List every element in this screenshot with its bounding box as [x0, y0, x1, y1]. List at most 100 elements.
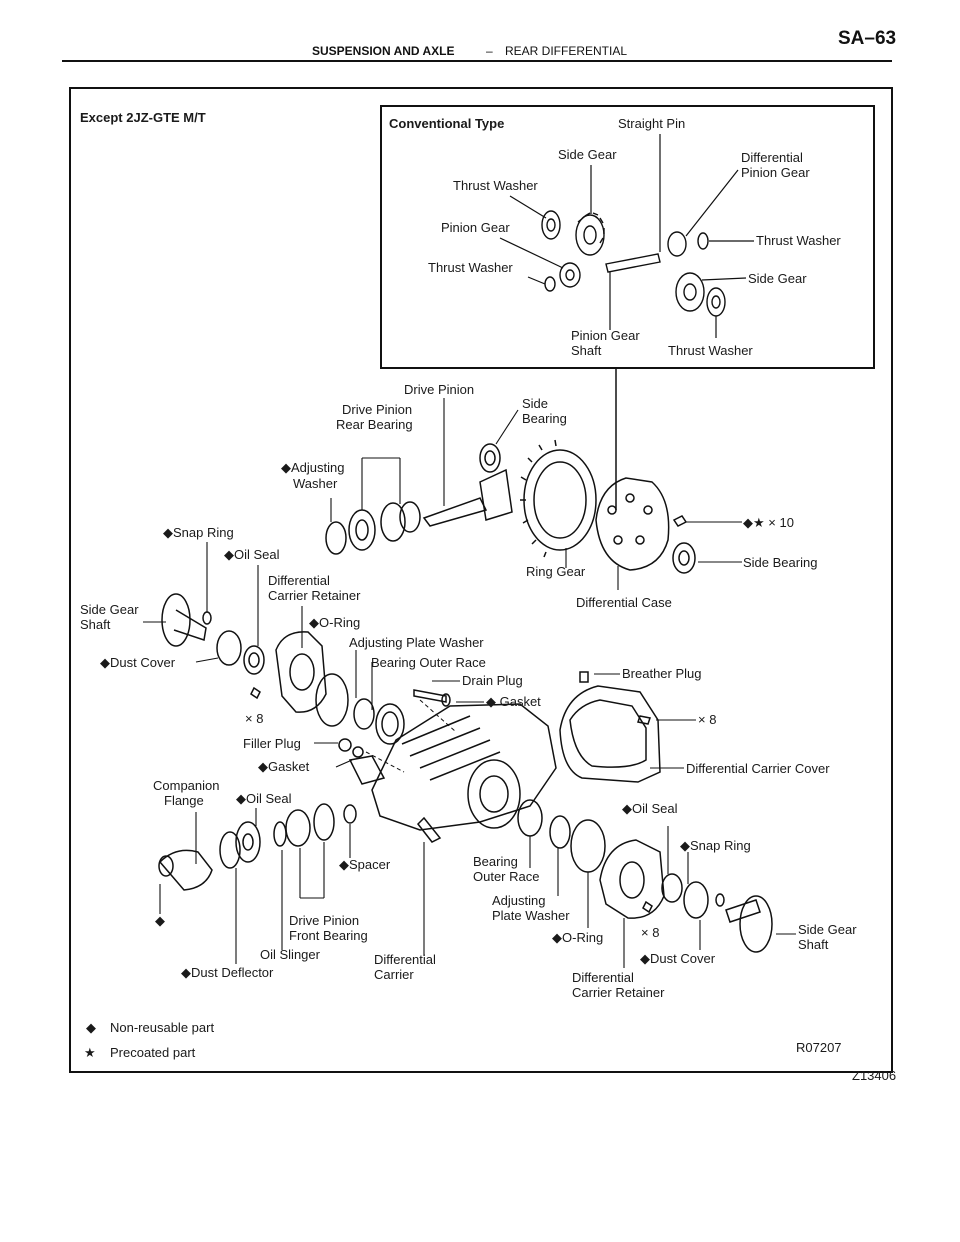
adjusting-washer-part — [325, 521, 347, 555]
label-gasket-right: ◆ Gasket — [486, 694, 541, 709]
label-drain-plug: Drain Plug — [462, 673, 523, 688]
bolt-x8-bottom-part — [642, 900, 653, 914]
thrust-washer-part — [541, 210, 561, 240]
pinion-shaft-part — [605, 253, 661, 273]
o-ring-right-part — [570, 819, 606, 873]
label-side-bearing-right: Side Bearing — [743, 555, 817, 570]
o-ring-left-part — [315, 673, 349, 727]
side-bearing-right-part — [672, 542, 696, 574]
label-side-gear-shaft-left-1: Side Gear — [80, 602, 139, 617]
oil-slinger-part — [273, 821, 287, 847]
oil-seal-front-part — [235, 821, 261, 863]
label-side-gear-shaft-left-2: Shaft — [80, 617, 111, 632]
label-adjusting-washer-1: ◆Adjusting — [281, 460, 344, 475]
spacer-part — [343, 804, 357, 824]
label-carrier-retainer-right-2: Carrier Retainer — [572, 985, 665, 1000]
carrier-retainer-left-part — [275, 631, 327, 713]
differential-case-part — [595, 477, 670, 571]
label-oil-slinger: Oil Slinger — [260, 947, 321, 962]
page-number: SA–63 — [838, 28, 897, 49]
label-differential-pinion-gear: Pinion Gear — [741, 165, 810, 180]
label-bearing-outer-race-right-2: Outer Race — [473, 869, 539, 884]
label-straight-pin: Straight Pin — [618, 116, 685, 131]
side-gear-part — [575, 214, 605, 256]
adj-plate-washer-right-part — [549, 815, 571, 849]
subsection-title: REAR DIFFERENTIAL — [505, 44, 628, 58]
dust-cover-right-part — [683, 881, 709, 919]
thrust-washer-right-part — [706, 287, 726, 317]
label-side-gear-shaft-right-1: Side Gear — [798, 922, 857, 937]
rear-bearing-part — [380, 502, 406, 542]
label-differential-carrier-cover: Differential Carrier Cover — [686, 761, 830, 776]
ring-gear-part — [523, 449, 597, 551]
oil-seal-left-part — [243, 645, 265, 675]
differential-carrier-part — [371, 703, 557, 831]
label-pinion-gear: Pinion Gear — [441, 220, 510, 235]
label-o-ring-right: ◆O-Ring — [552, 930, 603, 945]
label-thrust-washer-b: Thrust Washer — [428, 260, 513, 275]
inset-title: Conventional Type — [389, 116, 504, 131]
inset-leaders — [499, 134, 754, 338]
label-differential-case: Differential Case — [576, 595, 672, 610]
label-front-bearing-2: Front Bearing — [289, 928, 368, 943]
rear-bearing-race-part — [348, 509, 376, 551]
bolt-x8-right-part — [637, 715, 651, 725]
bolt-part — [672, 515, 688, 527]
label-side-bearing-1: Side — [522, 396, 548, 411]
side-gear-shaft-left-flange — [161, 593, 191, 647]
label-drive-pinion: Drive Pinion — [404, 382, 474, 397]
thrust-washer-small — [544, 276, 556, 292]
label-adj-plate-washer-right-1: Adjusting — [492, 893, 545, 908]
dust-cover-left-part — [216, 630, 242, 666]
drain-plug-part — [413, 689, 447, 703]
label-thrust-washer-c: Thrust Washer — [756, 233, 841, 248]
gasket-right-part — [441, 693, 451, 707]
label-o-ring-left: ◆O-Ring — [309, 615, 360, 630]
side-gear-right-part — [675, 272, 705, 312]
label-bearing-outer-race-left: Bearing Outer Race — [371, 655, 486, 670]
label-side-gear-top: Side Gear — [558, 147, 617, 162]
label-snap-ring-right: ◆Snap Ring — [680, 838, 751, 853]
label-differential-carrier-2: Carrier — [374, 967, 414, 982]
label-oil-seal-front: ◆Oil Seal — [236, 791, 292, 806]
label-pinion-gear-shaft-1: Pinion Gear — [571, 328, 640, 343]
main-parts — [158, 439, 773, 953]
label-companion-flange-1: Companion — [153, 778, 220, 793]
legend: ◆ Non-reusable part ★ Precoated part — [84, 1020, 214, 1060]
label-bolt-x8-right: × 8 — [698, 712, 716, 727]
label-side-gear-right: Side Gear — [748, 271, 807, 286]
bolt-x8-left-part — [250, 686, 261, 700]
side-gear-shaft-right-part — [725, 899, 761, 923]
inset-parts — [541, 210, 726, 317]
figure-frame — [69, 87, 893, 1073]
label-drive-pinion-rear-2: Rear Bearing — [336, 417, 413, 432]
inset-frame — [380, 105, 875, 369]
label-snap-ring-left: ◆Snap Ring — [163, 525, 234, 540]
label-bearing-outer-race-right-1: Bearing — [473, 854, 518, 869]
label-precoated-bolt-x10: ◆★ × 10 — [743, 515, 794, 530]
drive-pinion-shaft-part — [422, 497, 488, 527]
front-bearing-part — [285, 809, 311, 847]
legend-symbol-precoated: ★ — [84, 1045, 96, 1060]
snap-ring-left-part — [202, 611, 212, 625]
label-companion-flange-2: Flange — [164, 793, 204, 808]
label-side-bearing-2: Bearing — [522, 411, 567, 426]
label-pinion-gear-shaft-2: Shaft — [571, 343, 602, 358]
label-carrier-retainer-left-1: Differential — [268, 573, 330, 588]
figure-heading: Except 2JZ-GTE M/T — [80, 110, 206, 125]
diff-pinion-part — [667, 231, 687, 257]
figure-ref: Z13406 — [852, 1068, 896, 1083]
label-dust-cover-right: ◆Dust Cover — [640, 951, 716, 966]
drive-pinion-gear-part — [479, 468, 513, 521]
alignment-lines — [365, 699, 457, 773]
label-carrier-retainer-left-2: Carrier Retainer — [268, 588, 361, 603]
filler-plug-part — [338, 738, 352, 752]
label-gasket-left: ◆Gasket — [258, 759, 310, 774]
label-thrust-washer-a: Thrust Washer — [453, 178, 538, 193]
header-separator: – — [486, 44, 493, 58]
label-differential: Differential — [741, 150, 803, 165]
figure-code: R07207 — [796, 1040, 842, 1055]
bearing-outer-race-left-part — [375, 703, 405, 745]
label-adjusting-plate-washer-left: Adjusting Plate Washer — [349, 635, 484, 650]
